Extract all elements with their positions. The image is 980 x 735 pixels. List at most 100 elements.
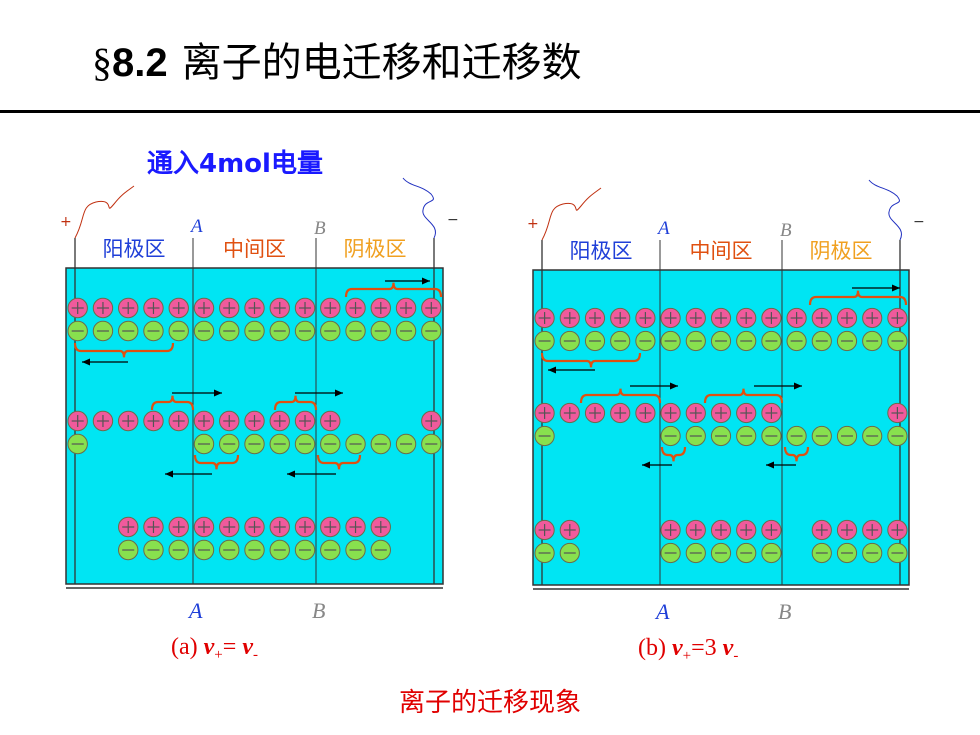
- anion: [710, 542, 732, 564]
- bottom-label-a: A: [187, 598, 203, 623]
- cation: [887, 307, 908, 329]
- cation: [370, 297, 391, 319]
- cathode-wire: [402, 177, 436, 239]
- divider-b-label: B: [780, 220, 792, 241]
- anion: [269, 320, 290, 342]
- anion: [887, 542, 908, 564]
- cation: [534, 307, 555, 329]
- cation: [534, 519, 555, 541]
- cathode-sign: −: [447, 212, 459, 228]
- caption-sub-minus: -: [253, 647, 258, 663]
- cation: [761, 519, 782, 541]
- cation: [92, 410, 114, 432]
- arrow-a1-head: [422, 277, 430, 285]
- cation: [761, 402, 782, 424]
- anion: [370, 539, 391, 561]
- brace-b6: [783, 446, 810, 462]
- section-number: 8.2: [112, 41, 168, 85]
- anode-sign: +: [527, 216, 539, 232]
- anion: [269, 539, 290, 561]
- cation: [421, 410, 442, 432]
- region-label: 阴极区: [810, 239, 873, 263]
- cation: [534, 402, 555, 424]
- cation: [811, 519, 832, 541]
- anion: [67, 320, 88, 342]
- anion: [395, 433, 417, 455]
- anion: [219, 320, 240, 342]
- bottom-label-b: B: [312, 598, 325, 623]
- anion: [168, 539, 189, 561]
- cathode-sign: −: [913, 214, 925, 230]
- panel-caption: (a) v+= v-: [171, 634, 258, 663]
- diagram-caption: 离子的迁移现象: [398, 688, 581, 718]
- anion: [660, 330, 681, 352]
- section-symbol: §: [92, 40, 112, 85]
- cation: [244, 297, 265, 319]
- anion: [320, 539, 341, 561]
- caption-v-plus: v: [672, 635, 683, 661]
- arrow-b6-head: [766, 461, 774, 469]
- arrow-a7-head: [287, 470, 295, 478]
- anion: [685, 425, 706, 447]
- region-label: 阳极区: [570, 239, 633, 263]
- cation: [887, 402, 908, 424]
- anion: [736, 542, 757, 564]
- anion: [836, 330, 858, 352]
- charge-label: 通入4mol电量: [147, 149, 323, 179]
- anion: [345, 320, 366, 342]
- cation: [168, 516, 189, 538]
- anion: [320, 320, 341, 342]
- arrow-b3-head: [670, 382, 678, 390]
- cation: [610, 402, 631, 424]
- anion: [736, 330, 757, 352]
- anion: [635, 330, 656, 352]
- cation: [294, 297, 316, 319]
- anion: [584, 330, 606, 352]
- cation: [635, 307, 656, 329]
- caption-prefix: (b): [638, 635, 672, 661]
- caption-prefix: (a): [171, 634, 204, 660]
- anode-wire: [541, 187, 602, 241]
- cation: [660, 307, 681, 329]
- anion: [269, 433, 290, 455]
- cation: [345, 516, 366, 538]
- anion: [395, 320, 417, 342]
- anion: [244, 433, 265, 455]
- anion: [559, 330, 580, 352]
- cation: [143, 410, 164, 432]
- cation: [219, 516, 240, 538]
- anion: [736, 425, 757, 447]
- arrow-a4-head: [335, 389, 343, 397]
- cathode-wire: [868, 179, 902, 241]
- anion: [610, 330, 631, 352]
- cation: [660, 402, 681, 424]
- anion: [118, 539, 139, 561]
- cation: [269, 410, 290, 432]
- cation: [887, 519, 908, 541]
- cation: [610, 307, 631, 329]
- brace-a4: [273, 395, 318, 411]
- anion: [67, 433, 88, 455]
- anion: [345, 539, 366, 561]
- cation: [294, 516, 316, 538]
- cation: [710, 307, 732, 329]
- cation: [67, 297, 88, 319]
- anion: [710, 330, 732, 352]
- caption-sub-plus: +: [214, 647, 222, 663]
- anion: [294, 320, 316, 342]
- cation: [862, 519, 883, 541]
- title-rule: [0, 110, 980, 113]
- cation: [736, 519, 757, 541]
- anion: [92, 320, 114, 342]
- cation: [660, 519, 681, 541]
- cation: [584, 307, 606, 329]
- region-label: 中间区: [223, 237, 286, 261]
- cation: [168, 410, 189, 432]
- cation: [143, 297, 164, 319]
- arrow-b4-head: [794, 382, 802, 390]
- caption-equals: =: [223, 634, 243, 660]
- cation: [395, 297, 417, 319]
- cation: [320, 297, 341, 319]
- cation: [219, 410, 240, 432]
- brace-a1: [344, 282, 443, 298]
